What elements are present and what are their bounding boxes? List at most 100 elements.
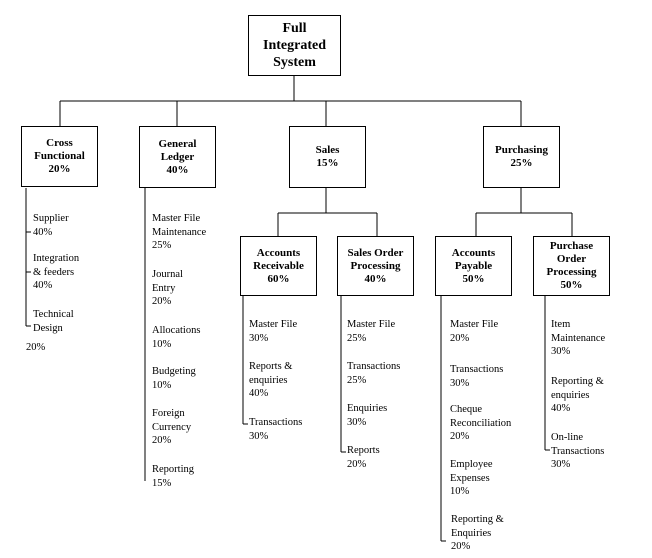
list-item: Reports 20% [347, 444, 380, 471]
box-label-line: Purchase [549, 240, 594, 252]
list-item-line: Enquiries [347, 403, 388, 414]
list-item: Budgeting 10% [152, 365, 196, 392]
box-label-line: Ledger [160, 150, 195, 163]
list-item: Transactions 25% [347, 360, 400, 387]
list-item-line: 40% [249, 388, 269, 399]
list-item-line: Master File [249, 319, 298, 330]
list-item-line: 10% [152, 379, 172, 391]
list-item-line: Reporting & [551, 376, 604, 387]
list-item-line: 20% [451, 541, 471, 552]
box-label-line: 40% [364, 272, 387, 285]
list-item: Enquiries 30% [347, 402, 387, 429]
box-label-line: 40% [166, 163, 189, 176]
list-item: Transactions 30% [450, 363, 503, 390]
list-item: Master File 25% [347, 318, 395, 345]
box-label-line: Receivable [253, 259, 304, 272]
list-item-line: Reports [347, 445, 380, 456]
list-item-line: 30% [450, 377, 470, 389]
list-item-line: enquiries [249, 374, 288, 386]
box-label-line: General [158, 137, 197, 150]
list-item-line: Employee [450, 459, 493, 470]
list-item-line: Reporting [152, 464, 194, 475]
list-item-line: Master File [450, 319, 499, 330]
list-item-line: Entry [152, 282, 176, 294]
list-item: Reports & enquiries 40% [249, 360, 292, 401]
list-item-line: Master File [347, 319, 396, 330]
list-item-line: Foreign [152, 408, 185, 419]
list-item-line: & feeders [33, 266, 75, 278]
list-item-line: 30% [347, 416, 367, 428]
list-item-line: 20% [347, 458, 367, 470]
list-item-line: Transactions [450, 364, 504, 375]
list-item-value: 20% [26, 342, 46, 353]
box-label-line: 15% [316, 157, 339, 169]
list-item-line: 20% [450, 332, 470, 344]
list-item-line: Design [33, 322, 63, 334]
list-item-line: Master File [152, 213, 201, 224]
list-item-line: 40% [551, 403, 571, 414]
list-item-line: Item [551, 319, 571, 330]
box-label-line: System [273, 55, 316, 70]
list-item-line: 30% [249, 332, 269, 344]
list-item-line: On-line [551, 432, 584, 443]
box-label-line: 60% [267, 272, 290, 285]
box-label-line: Cross [46, 137, 73, 149]
list-item-line: Maintenance [551, 332, 606, 344]
list-item-line: 30% [551, 346, 571, 357]
list-item: Reporting 15% [152, 463, 194, 490]
box-label-line: Order [556, 253, 587, 265]
box-label-line: Sales [315, 144, 340, 156]
box-label-line: Processing [350, 259, 401, 272]
list-item-line: 15% [152, 477, 172, 489]
list-item-line: Integration [33, 253, 80, 264]
list-item-line: 10% [152, 338, 172, 350]
list-item: Reporting & enquiries 40% [551, 375, 604, 416]
box-label-line: 50% [462, 272, 485, 285]
list-item-line: Budgeting [152, 366, 196, 377]
list-item-line: Technical [33, 309, 74, 320]
list-item-line: 20% [152, 296, 172, 307]
list-item-line: Reports & [249, 361, 293, 372]
box-label-line: Purchasing [495, 144, 548, 156]
list-item-line: Reconciliation [450, 417, 512, 429]
box-label-line: Integrated [263, 38, 326, 53]
list-item-line: 30% [551, 459, 571, 470]
list-item-line: 20% [450, 431, 470, 442]
list-item: Allocations 10% [152, 324, 200, 351]
list-item-line: Journal [152, 269, 183, 280]
list-item-line: 25% [152, 240, 172, 251]
box-label-line: Sales Order [347, 246, 404, 259]
list-item-line: 10% [450, 486, 470, 497]
list-item-line: Expenses [450, 472, 490, 484]
box-label-line: Full [282, 21, 307, 36]
list-item-line: Allocations [152, 325, 201, 336]
list-item-line: Maintenance [152, 226, 207, 238]
list-item-line: Reporting & [451, 514, 504, 525]
list-item-line: 25% [347, 374, 367, 386]
list-item-line: 25% [347, 332, 367, 344]
list-item-line: Currency [152, 421, 192, 433]
list-item-line: Transactions [347, 361, 401, 372]
list-item-line: enquiries [551, 389, 590, 401]
list-item-line: Transactions [249, 417, 303, 428]
list-item-line: Supplier [33, 213, 69, 224]
box-label-line: Accounts [451, 246, 496, 259]
